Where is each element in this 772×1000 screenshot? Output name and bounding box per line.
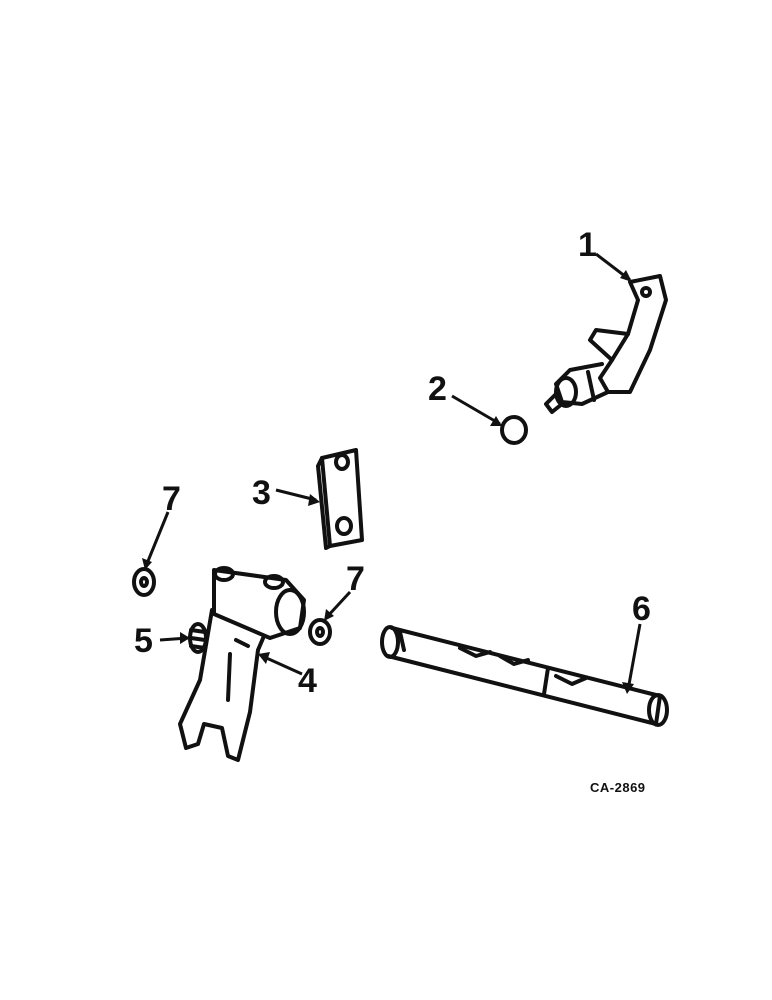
leader-5-arrow xyxy=(180,632,190,644)
leader-6 xyxy=(626,623,642,691)
leader-4-arrow xyxy=(258,652,270,664)
callout-7-right: 7 xyxy=(346,560,365,598)
part-2-ring xyxy=(500,415,528,445)
leader-7b-arrow xyxy=(324,609,334,621)
part-4-shift-fork xyxy=(178,566,306,762)
callout-7-left: 7 xyxy=(162,480,181,518)
leader-7a-arrow xyxy=(142,558,152,570)
figure-code: CA-2869 xyxy=(590,780,646,795)
callout-2: 2 xyxy=(428,370,447,408)
part-5-spring xyxy=(188,622,208,654)
leader-6-arrow xyxy=(622,682,634,694)
leader-2-arrow xyxy=(490,416,502,426)
leader-3-arrow xyxy=(308,494,320,506)
part-6-shift-rail xyxy=(380,625,669,727)
part-3-plate xyxy=(316,448,364,550)
leader-4 xyxy=(261,654,303,676)
callout-4: 4 xyxy=(298,662,317,700)
callout-1: 1 xyxy=(578,226,597,264)
part-7-washer-left xyxy=(132,567,156,597)
leader-2 xyxy=(451,394,501,426)
part-7-washer-right xyxy=(308,618,332,646)
leader-lines xyxy=(142,252,642,694)
part-1-shift-lever xyxy=(544,274,668,414)
leader-1-arrow xyxy=(620,270,632,282)
callout-3: 3 xyxy=(252,474,271,512)
callout-6: 6 xyxy=(632,590,651,628)
leader-7a xyxy=(144,511,170,567)
callout-5: 5 xyxy=(134,622,153,660)
